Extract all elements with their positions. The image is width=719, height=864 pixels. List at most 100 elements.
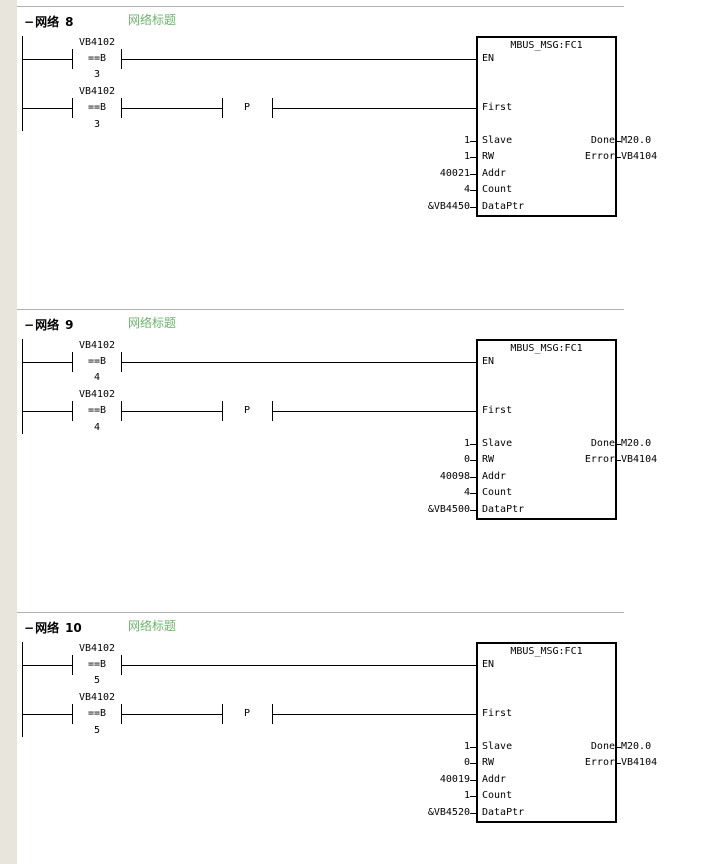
rung-wire bbox=[22, 59, 72, 60]
contact-compare-op: ==B bbox=[87, 53, 107, 64]
rung-wire bbox=[121, 665, 478, 666]
input-dataptr-value[interactable]: &VB4500 bbox=[427, 504, 470, 515]
pin-wire bbox=[470, 207, 478, 208]
pin-wire bbox=[615, 444, 621, 445]
pin-rw: RW bbox=[482, 151, 495, 162]
positive-edge-contact[interactable]: P bbox=[243, 405, 251, 416]
input-rw-value[interactable]: 1 bbox=[463, 151, 470, 162]
function-block-name: MBUS_MSG:FC1 bbox=[510, 343, 583, 354]
input-dataptr-value[interactable]: &VB4520 bbox=[427, 807, 470, 818]
rung-wire bbox=[22, 714, 72, 715]
collapse-toggle-icon[interactable]: − bbox=[24, 621, 35, 635]
contact-compare-value[interactable]: 4 bbox=[93, 372, 101, 383]
pin-en: EN bbox=[482, 53, 495, 64]
pin-wire bbox=[470, 190, 478, 191]
network-number: 8 bbox=[65, 15, 74, 29]
rung-wire bbox=[22, 108, 72, 109]
pin-rw: RW bbox=[482, 757, 495, 768]
pin-wire bbox=[470, 444, 478, 445]
pin-wire bbox=[470, 796, 478, 797]
network-header[interactable]: −网络 8 bbox=[24, 13, 73, 30]
pin-wire bbox=[470, 763, 478, 764]
input-addr-value[interactable]: 40019 bbox=[439, 774, 470, 785]
contact-compare-value[interactable]: 3 bbox=[93, 69, 101, 80]
output-error-value[interactable]: VB4104 bbox=[621, 151, 658, 162]
input-dataptr-value[interactable]: &VB4450 bbox=[427, 201, 470, 212]
function-block-name: MBUS_MSG:FC1 bbox=[510, 40, 583, 51]
pin-wire bbox=[470, 813, 478, 814]
contact-compare-op: ==B bbox=[87, 102, 107, 113]
pin-count: Count bbox=[482, 790, 513, 801]
network-number: 9 bbox=[65, 318, 74, 332]
pin-wire bbox=[615, 460, 621, 461]
output-done-value[interactable]: M20.0 bbox=[621, 741, 652, 752]
function-block[interactable] bbox=[476, 642, 617, 823]
input-slave-value[interactable]: 1 bbox=[463, 741, 470, 752]
positive-edge-contact[interactable]: P bbox=[243, 102, 251, 113]
contact-operand[interactable]: VB4102 bbox=[78, 389, 116, 400]
function-block[interactable] bbox=[476, 339, 617, 520]
input-rw-value[interactable]: 0 bbox=[463, 454, 470, 465]
contact-operand[interactable]: VB4102 bbox=[78, 692, 116, 703]
input-slave-value[interactable]: 1 bbox=[463, 438, 470, 449]
network-label: 网络 bbox=[35, 15, 60, 29]
power-rail bbox=[22, 642, 23, 737]
output-done-value[interactable]: M20.0 bbox=[621, 135, 652, 146]
input-rw-value[interactable]: 0 bbox=[463, 757, 470, 768]
input-addr-value[interactable]: 40021 bbox=[439, 168, 470, 179]
rung-wire bbox=[121, 714, 222, 715]
pin-first: First bbox=[482, 708, 513, 719]
pin-first: First bbox=[482, 405, 513, 416]
pin-rw: RW bbox=[482, 454, 495, 465]
pin-en: EN bbox=[482, 659, 495, 670]
contact-compare-value[interactable]: 5 bbox=[93, 675, 101, 686]
contact-left-bar bbox=[72, 98, 73, 118]
network-title[interactable]: 网络标题 bbox=[128, 13, 177, 27]
input-count-value[interactable]: 1 bbox=[463, 790, 470, 801]
output-error-value[interactable]: VB4104 bbox=[621, 454, 658, 465]
contact-compare-value[interactable]: 3 bbox=[93, 119, 101, 130]
rung-wire bbox=[121, 108, 222, 109]
contact-compare-op: ==B bbox=[87, 659, 107, 670]
contact-operand[interactable]: VB4102 bbox=[78, 643, 116, 654]
pin-wire bbox=[615, 747, 621, 748]
network-title[interactable]: 网络标题 bbox=[128, 619, 177, 633]
contact-operand[interactable]: VB4102 bbox=[78, 37, 116, 48]
rung-wire bbox=[272, 411, 478, 412]
pin-done: Done bbox=[590, 135, 615, 146]
pin-wire bbox=[470, 477, 478, 478]
network-title[interactable]: 网络标题 bbox=[128, 316, 177, 330]
rung-wire bbox=[121, 59, 478, 60]
pin-wire bbox=[470, 460, 478, 461]
input-addr-value[interactable]: 40098 bbox=[439, 471, 470, 482]
input-count-value[interactable]: 4 bbox=[463, 487, 470, 498]
contact-operand[interactable]: VB4102 bbox=[78, 340, 116, 351]
input-slave-value[interactable]: 1 bbox=[463, 135, 470, 146]
output-error-value[interactable]: VB4104 bbox=[621, 757, 658, 768]
edge-contact-left-bar bbox=[222, 704, 223, 724]
contact-compare-value[interactable]: 4 bbox=[93, 422, 101, 433]
pin-dataptr: DataPtr bbox=[482, 201, 525, 212]
pin-addr: Addr bbox=[482, 168, 507, 179]
pin-wire bbox=[470, 510, 478, 511]
network-separator bbox=[17, 6, 624, 7]
function-block[interactable] bbox=[476, 36, 617, 217]
collapse-toggle-icon[interactable]: − bbox=[24, 15, 35, 29]
left-gutter bbox=[0, 0, 17, 864]
pin-error: Error bbox=[584, 454, 615, 465]
network-separator bbox=[17, 309, 624, 310]
input-count-value[interactable]: 4 bbox=[463, 184, 470, 195]
pin-dataptr: DataPtr bbox=[482, 504, 525, 515]
pin-en: EN bbox=[482, 356, 495, 367]
output-done-value[interactable]: M20.0 bbox=[621, 438, 652, 449]
contact-left-bar bbox=[72, 655, 73, 675]
contact-operand[interactable]: VB4102 bbox=[78, 86, 116, 97]
pin-wire bbox=[470, 141, 478, 142]
collapse-toggle-icon[interactable]: − bbox=[24, 318, 35, 332]
pin-error: Error bbox=[584, 757, 615, 768]
contact-compare-value[interactable]: 5 bbox=[93, 725, 101, 736]
positive-edge-contact[interactable]: P bbox=[243, 708, 251, 719]
contact-left-bar bbox=[72, 401, 73, 421]
